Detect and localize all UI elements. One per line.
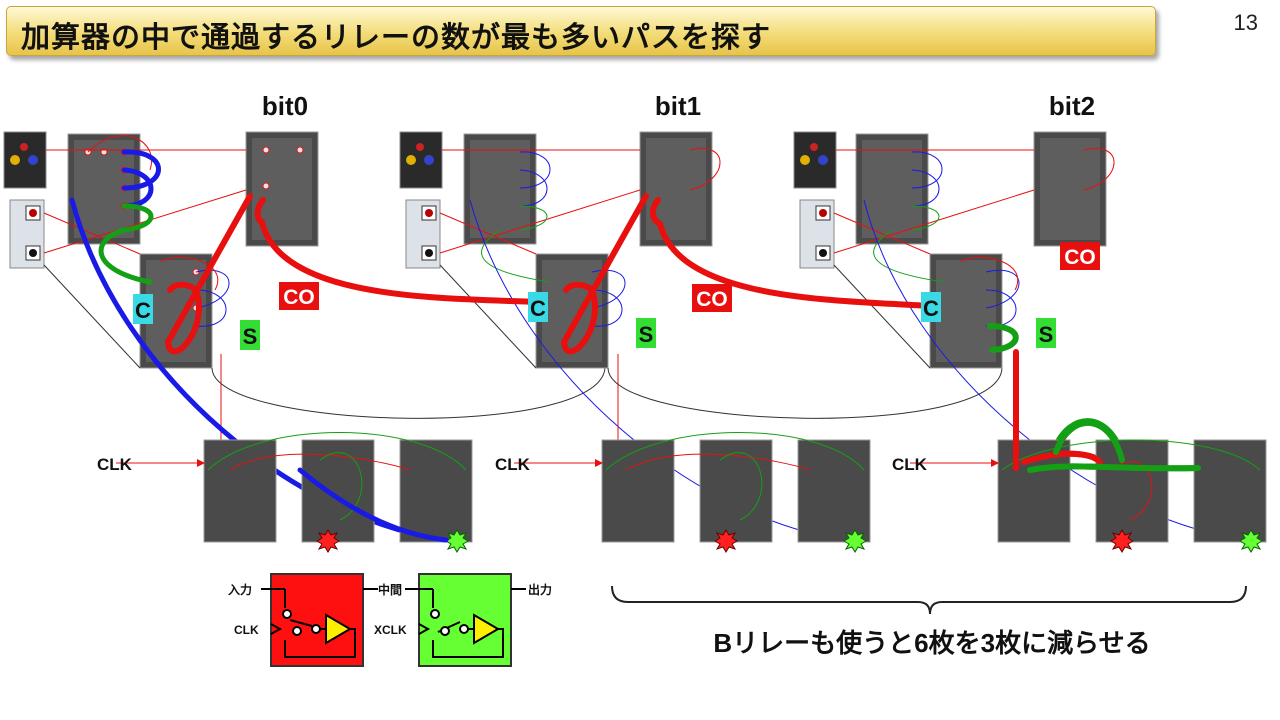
red-led-icon bbox=[316, 529, 340, 553]
carry-out-tag: CO bbox=[279, 282, 319, 310]
bit-label-1: bit1 bbox=[655, 91, 701, 121]
clock-label: CLK bbox=[495, 455, 531, 474]
bit2-group bbox=[657, 131, 1267, 553]
legend-input-label: 入力 bbox=[228, 582, 252, 597]
clock-label: CLK bbox=[97, 455, 133, 474]
switch-module bbox=[9, 199, 45, 269]
relay-board bbox=[1033, 131, 1107, 247]
switch-module bbox=[799, 199, 835, 269]
relay-board bbox=[1193, 439, 1267, 543]
relay-board bbox=[601, 439, 675, 543]
sum-tag-label: S bbox=[639, 322, 654, 347]
green-led-icon bbox=[445, 529, 469, 553]
carry-tag: C bbox=[528, 292, 548, 322]
legend-xclk-label: XCLK bbox=[374, 623, 407, 637]
carry-tag-label: C bbox=[923, 296, 939, 321]
carry-tag-label: C bbox=[530, 296, 546, 321]
bit-label-0: bit0 bbox=[262, 91, 308, 121]
relay-board bbox=[245, 131, 319, 247]
relay-symbol-red bbox=[261, 573, 378, 667]
relay-board bbox=[1095, 439, 1169, 543]
clock-label: CLK bbox=[892, 455, 928, 474]
carry-tag: C bbox=[921, 292, 941, 322]
title-banner: 加算器の中で通過するリレーの数が最も多いパスを探す bbox=[6, 6, 1156, 56]
carry-out-label: CO bbox=[283, 286, 315, 309]
green-led-icon bbox=[843, 529, 867, 553]
sum-tag-label: S bbox=[1039, 322, 1054, 347]
legend-middle-label: 中間 bbox=[378, 582, 402, 597]
carry-out-tag: CO bbox=[692, 284, 732, 312]
relay-board bbox=[639, 131, 713, 247]
sum-tag: S bbox=[636, 318, 656, 348]
relay-board bbox=[797, 439, 871, 543]
page-number: 13 bbox=[1233, 10, 1258, 35]
switch-module bbox=[405, 199, 441, 269]
carry-tag: C bbox=[133, 294, 153, 324]
power-jack-module bbox=[3, 131, 47, 189]
legend-output-label: 出力 bbox=[528, 582, 552, 597]
red-led-icon bbox=[1110, 529, 1134, 553]
sum-tag: S bbox=[1036, 318, 1056, 348]
bit0-group bbox=[3, 131, 606, 553]
carry-out-tag: CO bbox=[1060, 242, 1100, 270]
sum-tag-label: S bbox=[243, 324, 258, 349]
sum-tag: S bbox=[240, 320, 260, 350]
power-jack-module bbox=[399, 131, 443, 189]
relay-board bbox=[399, 439, 473, 543]
latch-legend: 入力 中間 出力 CLK XCLK bbox=[228, 573, 552, 667]
carry-tag-label: C bbox=[135, 298, 151, 323]
relay-board bbox=[855, 133, 929, 245]
relay-board bbox=[699, 439, 773, 543]
curly-brace bbox=[611, 585, 1247, 615]
red-led-icon bbox=[714, 529, 738, 553]
carry-out-label: CO bbox=[696, 288, 728, 311]
relay-board bbox=[203, 439, 277, 543]
legend-clk-label: CLK bbox=[234, 623, 259, 637]
power-jack-module bbox=[793, 131, 837, 189]
page-title: 加算器の中で通過するリレーの数が最も多いパスを探す bbox=[21, 20, 772, 54]
carry-out-label: CO bbox=[1064, 246, 1096, 269]
reduction-note: Bリレーも使うと6枚を3枚に減らせる bbox=[713, 628, 1150, 658]
relay-board bbox=[301, 439, 375, 543]
green-led-icon bbox=[1239, 529, 1263, 553]
relay-symbol-green bbox=[405, 573, 526, 667]
bit-label-2: bit2 bbox=[1049, 91, 1095, 121]
